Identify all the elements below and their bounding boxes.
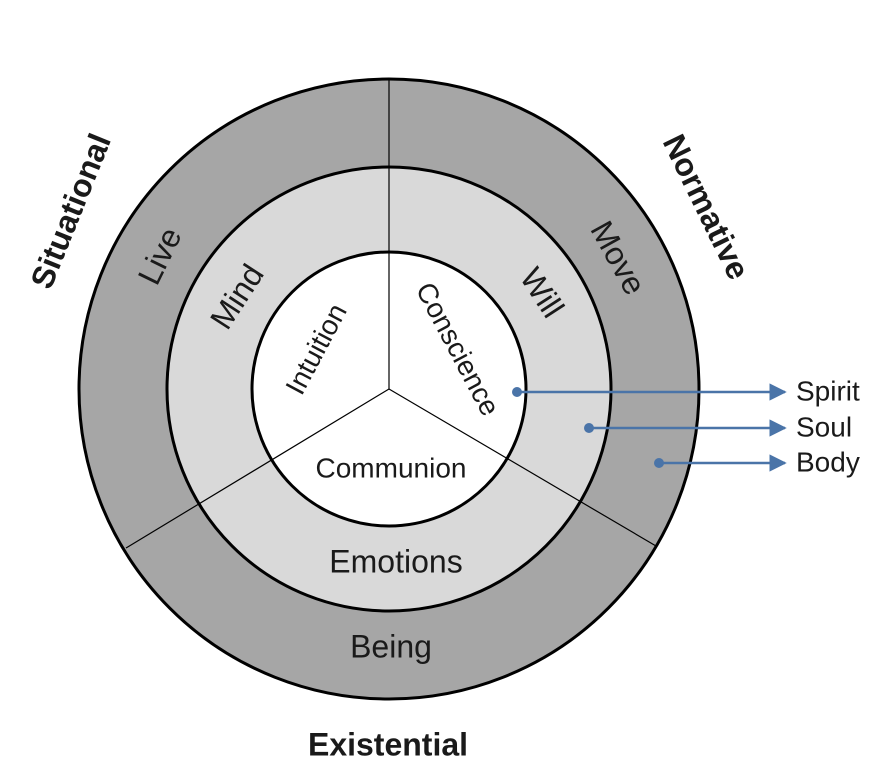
perspective-existential: Existential xyxy=(308,726,468,762)
key-label-body: Body xyxy=(796,446,860,477)
key-pointer-soul xyxy=(584,419,787,437)
key-label-spirit: Spirit xyxy=(796,375,860,406)
key-label-soul: Soul xyxy=(796,411,852,442)
divider-lower-right xyxy=(388,388,657,547)
inner-label-communion: Communion xyxy=(316,452,467,483)
outer-label-being: Being xyxy=(350,628,432,664)
middle-label-emotions: Emotions xyxy=(329,543,462,579)
key-pointer-body xyxy=(654,454,787,472)
key-pointer-spirit xyxy=(512,383,787,401)
divider-lower-left xyxy=(125,388,390,549)
